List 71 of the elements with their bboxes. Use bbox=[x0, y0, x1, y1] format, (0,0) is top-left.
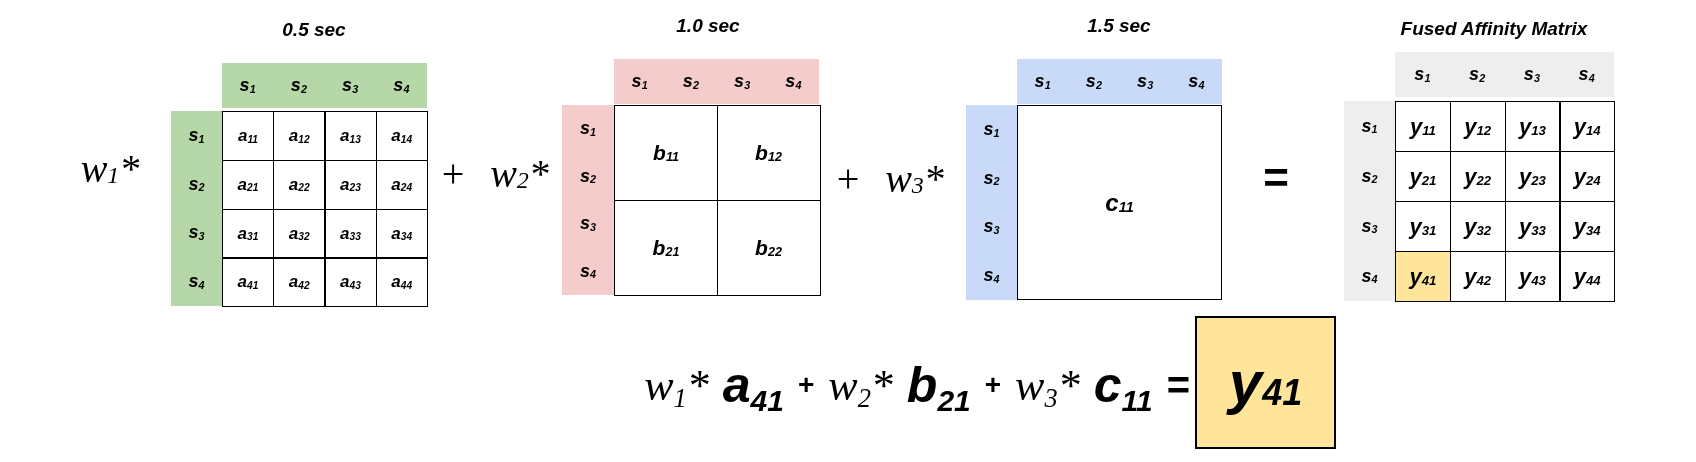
matrix-cell: a$_{43}$ bbox=[324, 257, 377, 308]
matrix-title: 1.5 sec bbox=[1086, 14, 1152, 38]
matrix-cell: a$_{34}$ bbox=[375, 208, 428, 259]
matrix-cell: a$_{44}$ bbox=[375, 257, 428, 308]
row-label: s$_{4}$ bbox=[579, 259, 597, 283]
column-label: s$_{1}$ bbox=[1033, 70, 1052, 93]
column-label: s$_{3}$ bbox=[1136, 70, 1155, 93]
row-label: s$_{2}$ bbox=[187, 172, 206, 196]
matrix-cell: y$_{41}$ bbox=[1395, 251, 1451, 302]
matrix-title: Fused Affinity Matrix bbox=[1399, 17, 1589, 41]
matrix-cell: y$_{24}$ bbox=[1559, 151, 1616, 202]
matrix-cell: y$_{44}$ bbox=[1559, 251, 1616, 302]
matrix-element: b$_{21}$ bbox=[906, 356, 971, 414]
matrix-cell: a$_{13}$ bbox=[324, 111, 377, 161]
equals-sign: = bbox=[1262, 152, 1290, 204]
row-label: s$_{2}$ bbox=[579, 164, 597, 188]
column-label: s$_{4}$ bbox=[1577, 63, 1596, 86]
row-label: s$_{4}$ bbox=[187, 270, 206, 294]
column-label: s$_{1}$ bbox=[238, 74, 257, 97]
matrix-cell: a$_{31}$ bbox=[222, 208, 274, 259]
matrix-cell: a$_{33}$ bbox=[324, 208, 377, 259]
matrix-cell: a$_{32}$ bbox=[273, 208, 326, 259]
matrix-cell: y$_{43}$ bbox=[1504, 251, 1561, 302]
matrix-cell: a$_{14}$ bbox=[375, 111, 428, 161]
equals-sign: = bbox=[1166, 362, 1190, 408]
row-label: s$_{3}$ bbox=[1360, 214, 1379, 238]
column-label: s$_{2}$ bbox=[1468, 63, 1487, 86]
column-label: s$_{3}$ bbox=[1522, 63, 1541, 86]
column-label: s$_{4}$ bbox=[392, 74, 411, 97]
row-label: s$_{3}$ bbox=[579, 212, 597, 236]
column-label: s$_{1}$ bbox=[630, 70, 649, 93]
matrix-cell: y$_{11}$ bbox=[1395, 101, 1451, 152]
row-label: s$_{1}$ bbox=[1360, 114, 1379, 138]
weight-term: w$_{1}$* bbox=[644, 359, 709, 411]
matrix-cell: a$_{12}$ bbox=[273, 111, 326, 161]
column-label: s$_{3}$ bbox=[341, 74, 360, 97]
weight-term: w$_{2}$* bbox=[828, 359, 893, 411]
matrix-cell: a$_{42}$ bbox=[273, 257, 326, 308]
column-label: s$_{1}$ bbox=[1413, 63, 1432, 86]
matrix-cell: b$_{11}$ bbox=[614, 105, 718, 201]
matrix-cell: b$_{22}$ bbox=[716, 200, 821, 296]
row-label: s$_{3}$ bbox=[982, 215, 1001, 239]
matrix-cell: b$_{21}$ bbox=[614, 200, 718, 296]
column-label: s$_{2}$ bbox=[289, 74, 308, 97]
matrix-cell: y$_{34}$ bbox=[1559, 201, 1616, 252]
row-label: s$_{3}$ bbox=[187, 221, 206, 245]
matrix-title: 0.5 sec bbox=[281, 18, 347, 42]
column-label: s$_{4}$ bbox=[784, 70, 803, 93]
row-label: s$_{1}$ bbox=[187, 123, 206, 147]
matrix-cell: y$_{13}$ bbox=[1504, 101, 1561, 152]
row-label: s$_{1}$ bbox=[579, 117, 597, 141]
weight-term: w$_{3}$* bbox=[1015, 359, 1080, 411]
matrix-cell: a$_{41}$ bbox=[222, 257, 274, 308]
column-label: s$_{2}$ bbox=[681, 70, 700, 93]
row-label: s$_{1}$ bbox=[982, 117, 1001, 141]
plus-sign: + bbox=[797, 369, 815, 401]
column-label: s$_{2}$ bbox=[1084, 70, 1103, 93]
row-label: s$_{2}$ bbox=[1360, 164, 1379, 188]
matrix-cell: y$_{14}$ bbox=[1559, 101, 1616, 152]
matrix-cell: b$_{12}$ bbox=[716, 105, 821, 201]
row-label: s$_{2}$ bbox=[982, 166, 1001, 190]
matrix-element: a$_{41}$ bbox=[722, 356, 784, 414]
plus-sign: + bbox=[984, 369, 1002, 401]
matrix-cell: a$_{11}$ bbox=[222, 111, 274, 161]
matrix-cell: c$_{11}$ bbox=[1017, 105, 1222, 300]
column-label: s$_{3}$ bbox=[733, 70, 752, 93]
row-label: s$_{4}$ bbox=[982, 264, 1001, 288]
column-label: s$_{4}$ bbox=[1187, 70, 1206, 93]
matrix-title: 1.0 sec bbox=[675, 14, 741, 38]
matrix-element: c$_{11}$ bbox=[1093, 356, 1153, 414]
row-label: s$_{4}$ bbox=[1360, 264, 1379, 288]
